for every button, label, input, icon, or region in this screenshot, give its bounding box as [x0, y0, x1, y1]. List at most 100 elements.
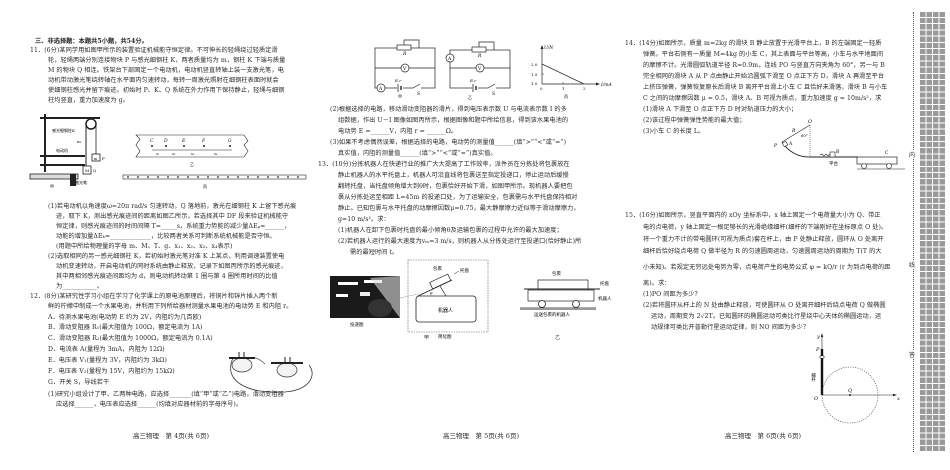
track-figure: O R 60° P A B 平台 C — [773, 119, 905, 170]
label-x: x — [897, 396, 900, 402]
tape-figure-yi: C D E F G x₁ x₂ x₃ x₄ 乙 — [135, 134, 249, 167]
graph-x-tick: 2 — [583, 86, 586, 91]
q14-line: 完全相同的滑块 A 从 P 点由静止开始沿圆弧下滑至 O 点正下方 D，滑块 A… — [643, 73, 885, 80]
seal-label: 答 — [907, 350, 917, 359]
circuit-jia: V A R E,r S 甲 — [374, 39, 436, 99]
label-laser: 激光笔 — [75, 179, 87, 185]
label-yi: 乙 — [555, 335, 561, 341]
circuit-yi: V A R E,r S 乙 — [445, 41, 511, 100]
q11-line: 柱均竖直，重力加速度为 g。 — [48, 97, 129, 104]
q13-line: 13．(10分)分拣机器人在快递行业的推广大大提高了工作效率，派件员在分拣处将包… — [318, 161, 570, 168]
exam-page-5: V A R E,r S 甲 V A R E,r S 乙 — [318, 0, 620, 470]
label-parcel: 包裹 — [433, 265, 442, 272]
q13-line: g=10 m/s²。求： — [338, 216, 390, 223]
graph-y-label: U/N — [544, 45, 554, 51]
tape-point: D — [163, 138, 168, 144]
q12-option-a: A．待测水果电池(电动势 E 约为 2V，内阻约为几百欧) — [48, 314, 202, 321]
label-M: M — [85, 168, 89, 173]
tape-point: C — [150, 138, 154, 144]
q11-line: 使细钢柱感光并留下痕迹。初始时 P、K、Q 系统在外力作用下保持静止，轻绳与细钢 — [48, 87, 285, 94]
q15-sub-line: 运动，周期变为 2√2T。已知圆环的椭圆运动可类比行星绕中心天体的椭圆运动，运 — [651, 313, 882, 320]
fruit-battery-figure — [229, 352, 313, 393]
q15-sub-line: 动规律可类比开普勒行星运动定律，则 NO 间距为多少？ — [651, 324, 810, 331]
label-bing: 丙 — [564, 94, 568, 99]
q12-option-c: C．滑动变阻器 R₂(最大阻值为 1000Ω，额定电流为 0.1A) — [48, 335, 213, 342]
q14-line: 上挤压弹簧，弹簧恢复原长后滑块 B 离开平台滑上小车 C 且恰好未滑落，滑块 B… — [643, 84, 888, 91]
q12-option-e: E．电压表 V₁(量程为 3V，内阻约为 3kΩ) — [48, 357, 167, 364]
q15-sub-line: (2)若将圆环从杆上的 N 处由静止释放，可使圆环从 O 处离开细杆后绕点电荷 … — [643, 302, 886, 309]
q11-line: 动机带动激光笔绕转轴在水平面内匀速转动，每转一周激光照射在细钢柱表面时就会 — [48, 77, 279, 84]
tape-segment: x₁ — [156, 152, 160, 156]
page-footer: 高三物理 第 6页(共 6页) — [725, 432, 801, 440]
label-robot: 机器人 — [438, 307, 453, 314]
graph-x-tick: 1 — [562, 86, 565, 91]
label-P: P — [815, 347, 820, 353]
q14-sub-line: (1)滑块 A 下滑至 O 点正下方 D 时对轨道压力的大小； — [643, 106, 798, 113]
q13-line: 裹从分拣处运至相距 L=45m 的投递口处，为了运输安全，包裹需与水平托盘保持相… — [338, 194, 578, 201]
q12-sub3-line: 真实值，内阻的测量值______(填“>”“<”或“=”)真实值。 — [338, 150, 497, 157]
label-jia: 甲 — [424, 335, 430, 341]
q12-option-f: F．电压表 V₂(量程为 15V，内阻约为 15kΩ) — [48, 368, 175, 375]
ammeter-label: A — [447, 56, 452, 62]
q14-line: 的摩擦不计。光滑圆弧轨道半径 R=0.9m，连线 PO 与竖直方向夹角为 60°… — [643, 62, 885, 69]
robot-figure-yi: 包裹 托盘 机器人 运送包裹的机器人 — [520, 270, 612, 318]
graph-y-tick: 1.5 — [531, 72, 538, 77]
q15-sub-line: (1)PO 间距为多少？ — [643, 291, 701, 298]
label-platform: 平台 — [829, 160, 838, 167]
q11-sub1-line: (用题中所给物理量的字母 m、M、T、g、x₁、x₂、x₃、x₄表示) — [56, 243, 233, 250]
q12-option-d: D．电流表 A(量程为 3mA，内阻为 12Ω) — [48, 346, 165, 353]
seal-margin: 内 线 答 — [905, 12, 945, 462]
seal-label: 线 — [907, 260, 917, 269]
label-R: R — [791, 128, 796, 134]
graph-x-label: I/mA — [600, 82, 613, 88]
label-rod: 细杆 — [811, 372, 816, 383]
q14-sub-line: (3)小车 C 的长度 L。 — [643, 128, 705, 135]
q11-line: M 的物块 Q 相连。铁架台下部固定一个电动机，电动机竖直转轴上装一支激光笔，电 — [48, 67, 284, 74]
label-B: B — [836, 149, 840, 155]
q14-line: C 之间的动摩擦因数 μ = 0.5，滑块 A、B 可视为质点，重力加速度 g … — [643, 95, 882, 102]
q11-sub1-line: 迹，取下 K，测出感光痕迹间的距离如图乙所示，若选择其中 DF 段来验证机械能守 — [56, 213, 289, 220]
resistor-label: R — [477, 53, 482, 59]
label-tray: 托盘 — [460, 267, 469, 274]
q14-sub-line: (2)该过程中弹簧弹性势能的最大值； — [643, 117, 746, 124]
q13-sub-line: (1)机器人在卸下包裹时托盘的最小倾角θ及运输包裹的过程中允许的最大加速度； — [338, 227, 563, 234]
q15-line: 小未知)。若规定无穷远处电势为零，点电荷产生的电势公式 φ = kQ/r (r … — [643, 264, 891, 271]
q13-sub-line: 需的最短时间 t。 — [350, 249, 399, 256]
q12-sub1-line: (1)研究小组设计了甲、乙两种电路，应选择_______(填“甲”或“乙”)电路… — [48, 391, 284, 398]
voltmeter-label: V — [402, 66, 407, 72]
voltmeter-label: V — [477, 66, 482, 72]
tape-segment: x₃ — [191, 152, 195, 156]
q11-sub1-line: (1)若电动机以角速度ω=20π rad/s 匀速转动，Q 落地前，激光在细钢柱… — [48, 203, 297, 210]
label-y: y — [816, 334, 820, 340]
label-carrier: 运送包裹的机器人 — [534, 311, 570, 318]
tape-segment: x₄ — [214, 152, 218, 156]
coordinate-figure: y P O Q x 细杆 — [811, 333, 900, 424]
label-O: O — [814, 396, 818, 402]
rod-figure-bing: 丙 — [122, 174, 307, 189]
q12-line: 12．(8分)某研究性学习小组在学习了化学课上的原电池原理后，将铜片和锌片插入两… — [30, 293, 278, 300]
q13-sub-line: (2)若机器人运行的最大速度为vₘ=3 m/s，则机器人从分拣处运行至投递口(恰… — [338, 238, 582, 245]
ui-graph-bing: U/N I/mA 2.0 1.5 1.0 0 1 2 丙 — [531, 45, 613, 99]
page-footer: 高三物理 第 4页(共 6页) — [133, 432, 209, 440]
label-C: C — [885, 150, 889, 156]
label-yi: 乙 — [190, 161, 194, 167]
q12-option-g: G．开关 S，导线若干 — [48, 379, 110, 386]
label-m-p: m — [94, 157, 98, 161]
label-jia: 甲 — [398, 94, 402, 99]
q15-line: 离)。求： — [643, 280, 671, 287]
seal-pattern — [919, 12, 945, 452]
q15-line: 15．(16分)如图所示，竖直平面内的 xOy 坐标系中，x 轴上固定一个电荷量… — [625, 212, 881, 219]
switch-label: S — [417, 91, 420, 97]
apparatus-figure: 感光细钢柱K m 电动机 m P M Q 激光笔 甲 — [29, 114, 105, 189]
q12-sub3-line: (3)如果不考虑偶然误差，根据选择的电路，电动势的测量值______(填“>”“… — [330, 139, 567, 146]
q11-line: 轮，轻绳两端分别连接物块 P 与感光细钢柱 K，两者质量均为 m，钢柱 K 下端… — [48, 57, 286, 64]
q15-line: 电的点电荷，y 轴上固定一根足够长的光滑绝缘细杆(细杆的下端刚好在坐标原点 O … — [643, 224, 888, 231]
battery-label: E,r — [394, 78, 402, 83]
q11-sub1-line: 动能的增加量ΔEₖ=_____________，比较两者关系可判断系统机械能是否… — [56, 233, 276, 240]
label-tray: 托盘 — [600, 280, 609, 287]
resistor-label: R — [402, 51, 407, 57]
q13-line: 翻转托盘，当托盘倾角增大到θ时，包裹恰好开始下滑，如图甲所示。现机器人要把包 — [338, 183, 573, 190]
label-theta: θ — [430, 291, 433, 296]
exam-page-6: 14．(14分)如图所示，质量 m=2kg 的滑块 B 静止放置于光滑平台上，B… — [625, 0, 905, 470]
graph-x-tick: 0 — [540, 86, 543, 91]
